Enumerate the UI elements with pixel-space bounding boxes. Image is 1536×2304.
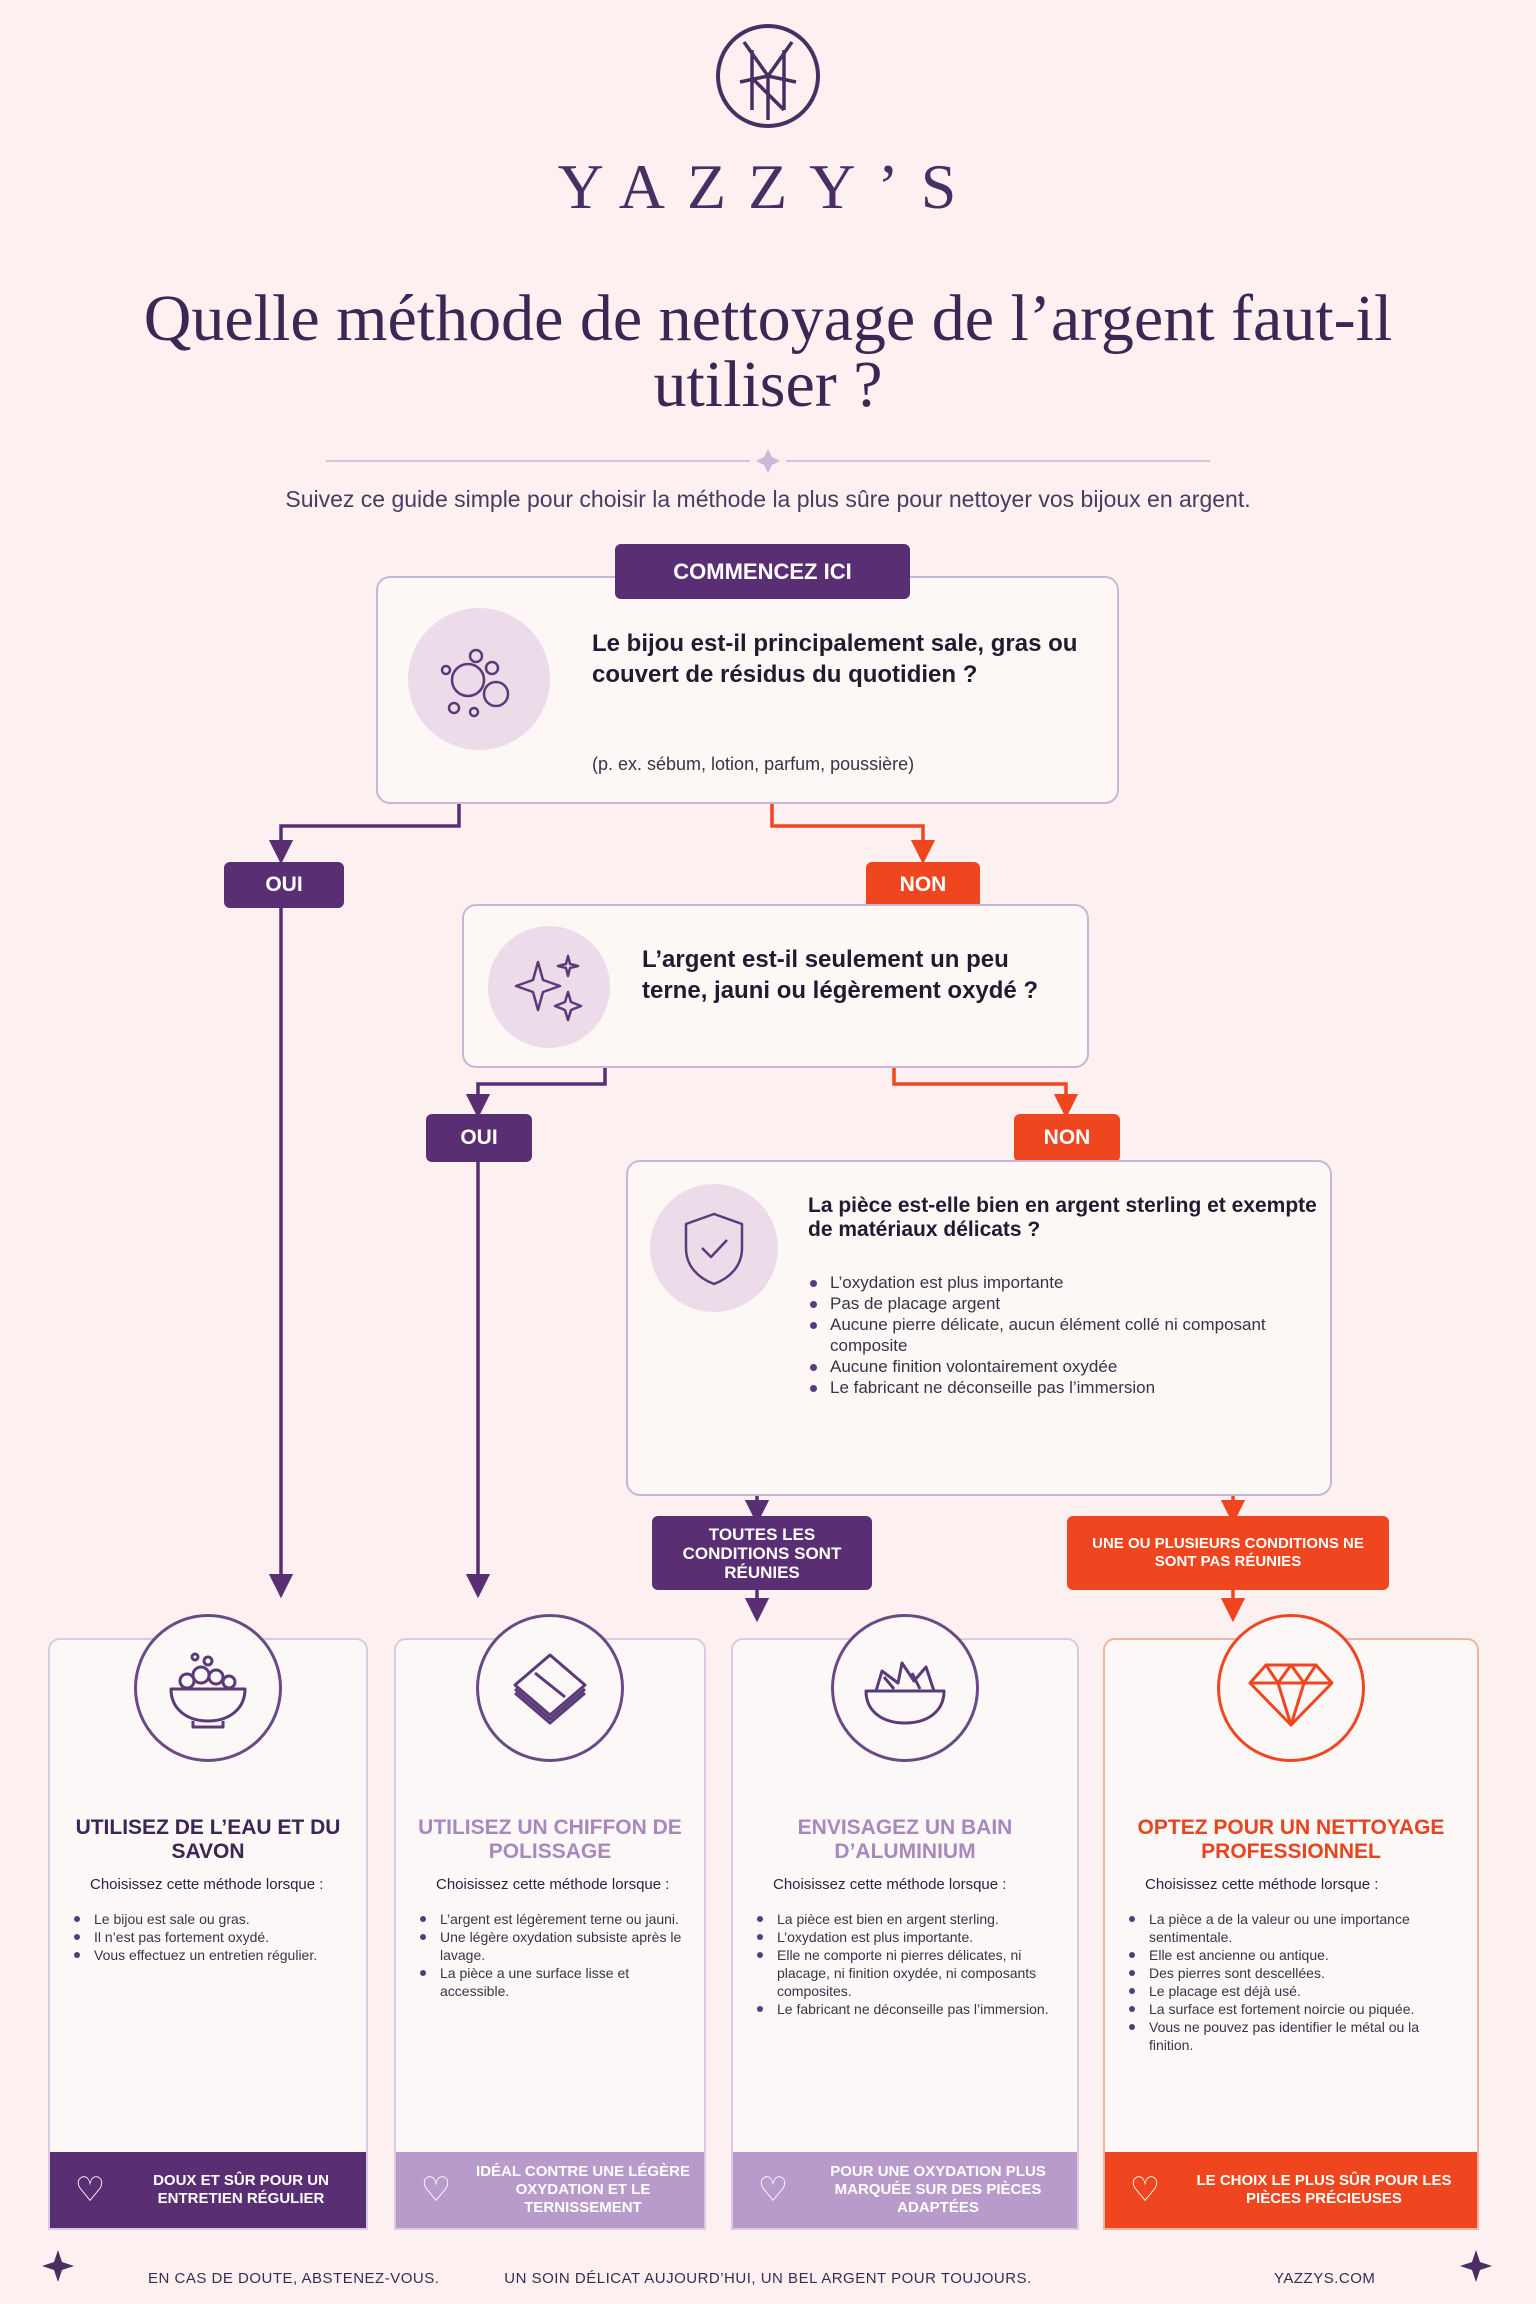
card-footer-text: POUR UNE OXYDATION PLUS MARQUÉE SUR DES … bbox=[830, 2163, 1046, 2216]
heart-icon: ♡ bbox=[74, 2171, 106, 2209]
result-card-aluminium-bath: ♡ POUR UNE OXYDATION PLUS MARQUÉE SUR DE… bbox=[731, 1638, 1079, 2230]
question-3-text: La pièce est-elle bien en argent sterlin… bbox=[808, 1194, 1317, 1241]
page-subtitle: Suivez ce guide simple pour choisir la m… bbox=[285, 486, 1251, 512]
card-title: UTILISEZ UN CHIFFON DE POLISSAGE bbox=[418, 1816, 682, 1863]
soap-bowl-icon bbox=[134, 1614, 282, 1762]
list-item: La surface est fortement noircie ou piqu… bbox=[1127, 2000, 1461, 2018]
question-1-text: Le bijou est-il principalement sale, gra… bbox=[592, 630, 1078, 688]
list-item: Aucune pierre délicate, aucun élément co… bbox=[808, 1314, 1308, 1356]
shield-check-icon bbox=[650, 1184, 778, 1312]
card-footer: ♡ POUR UNE OXYDATION PLUS MARQUÉE SUR DE… bbox=[733, 2152, 1077, 2228]
question-2-box: L’argent est-il seulement un peu terne, … bbox=[462, 904, 1089, 1068]
list-item: Le bijou est sale ou gras. bbox=[72, 1910, 350, 1928]
list-item: Vous ne pouvez pas identifier le métal o… bbox=[1127, 2018, 1461, 2054]
card-lead: Choisissez cette méthode lorsque : bbox=[436, 1876, 670, 1893]
page-title: Quelle méthode de nettoyage de l’argent … bbox=[143, 282, 1393, 421]
aluminium-bath-bowl-icon bbox=[831, 1614, 979, 1762]
sparkle-icon bbox=[1460, 2250, 1492, 2282]
card-title: ENVISAGEZ UN BAIN D’ALUMINIUM bbox=[797, 1816, 1013, 1863]
footer-left-text: EN CAS DE DOUTE, ABSTENEZ-VOUS. bbox=[148, 2270, 440, 2287]
card-footer-text: LE CHOIX LE PLUS SÛR POUR LES PIÈCES PRÉ… bbox=[1196, 2172, 1452, 2207]
list-item: L’argent est légèrement terne ou jauni. bbox=[418, 1910, 688, 1928]
list-item: L’oxydation est plus importante. bbox=[755, 1928, 1061, 1946]
list-item: Elle est ancienne ou antique. bbox=[1127, 1946, 1461, 1964]
card-lead: Choisissez cette méthode lorsque : bbox=[1145, 1876, 1379, 1893]
card-footer: ♡ IDÉAL CONTRE UNE LÉGÈRE OXYDATION ET L… bbox=[396, 2152, 704, 2228]
q1-yes-label: OUI bbox=[224, 862, 344, 908]
question-1-note: (p. ex. sébum, lotion, parfum, poussière… bbox=[592, 754, 915, 774]
sparkle-icon bbox=[42, 2250, 74, 2282]
card-footer-text: IDÉAL CONTRE UNE LÉGÈRE OXYDATION ET LE … bbox=[476, 2163, 690, 2216]
card-conditions: La pièce a de la valeur ou une importanc… bbox=[1127, 1910, 1461, 2054]
card-conditions: La pièce est bien en argent sterling. L’… bbox=[755, 1910, 1061, 2018]
list-item: La pièce a une surface lisse et accessib… bbox=[418, 1964, 688, 2000]
heart-icon: ♡ bbox=[420, 2171, 452, 2209]
sparkles-icon bbox=[488, 926, 610, 1048]
list-item: Le fabricant ne déconseille pas l’immers… bbox=[808, 1377, 1308, 1398]
q1-no-label: NON bbox=[866, 862, 980, 908]
list-item: La pièce a de la valeur ou une importanc… bbox=[1127, 1910, 1461, 1946]
card-lead: Choisissez cette méthode lorsque : bbox=[773, 1876, 1007, 1893]
question-3-conditions: L’oxydation est plus importante Pas de p… bbox=[808, 1272, 1308, 1398]
list-item: Aucune finition volontairement oxydée bbox=[808, 1356, 1308, 1377]
list-item: Des pierres sont descellées. bbox=[1127, 1964, 1461, 1982]
heart-icon: ♡ bbox=[1129, 2171, 1161, 2209]
card-title: UTILISEZ DE L’EAU ET DU SAVON bbox=[75, 1816, 341, 1863]
question-1-box: Le bijou est-il principalement sale, gra… bbox=[376, 576, 1119, 804]
list-item: Le placage est déjà usé. bbox=[1127, 1982, 1461, 2000]
bubbles-icon bbox=[408, 608, 550, 750]
brand-name: YAZZY’S bbox=[557, 151, 979, 222]
card-footer: ♡ LE CHOIX LE PLUS SÛR POUR LES PIÈCES P… bbox=[1105, 2152, 1477, 2228]
list-item: Pas de placage argent bbox=[808, 1293, 1308, 1314]
q2-no-label: NON bbox=[1014, 1114, 1120, 1162]
question-2-text: L’argent est-il seulement un peu terne, … bbox=[642, 946, 1039, 1004]
conditions-not-met-label: UNE OU PLUSIEURS CONDITIONS NE SONT PAS … bbox=[1067, 1516, 1389, 1590]
card-lead: Choisissez cette méthode lorsque : bbox=[90, 1876, 324, 1893]
polishing-cloth-icon bbox=[476, 1614, 624, 1762]
card-footer-text: DOUX ET SÛR POUR UN ENTRETIEN RÉGULIER bbox=[153, 2172, 329, 2207]
diamond-icon bbox=[1217, 1614, 1365, 1762]
list-item: Elle ne comporte ni pierres délicates, n… bbox=[755, 1946, 1061, 2000]
card-conditions: L’argent est légèrement terne ou jauni. … bbox=[418, 1910, 688, 2000]
list-item: L’oxydation est plus importante bbox=[808, 1272, 1308, 1293]
card-footer: ♡ DOUX ET SÛR POUR UN ENTRETIEN RÉGULIER bbox=[50, 2152, 366, 2228]
list-item: Une légère oxydation subsiste après le l… bbox=[418, 1928, 688, 1964]
footer-website-link[interactable]: YAZZYS.COM bbox=[1274, 2270, 1376, 2287]
list-item: Il n’est pas fortement oxydé. bbox=[72, 1928, 350, 1946]
card-conditions: Le bijou est sale ou gras. Il n’est pas … bbox=[72, 1910, 350, 1964]
list-item: Le fabricant ne déconseille pas l’immers… bbox=[755, 2000, 1061, 2018]
start-label: COMMENCEZ ICI bbox=[615, 544, 910, 599]
list-item: Vous effectuez un entretien régulier. bbox=[72, 1946, 350, 1964]
brand-logo-icon bbox=[716, 24, 820, 128]
list-item: La pièce est bien en argent sterling. bbox=[755, 1910, 1061, 1928]
heart-icon: ♡ bbox=[757, 2171, 789, 2209]
q2-yes-label: OUI bbox=[426, 1114, 532, 1162]
card-title: OPTEZ POUR UN NETTOYAGE PROFESSIONNEL bbox=[1137, 1816, 1445, 1863]
all-conditions-met-label: TOUTES LES CONDITIONS SONT RÉUNIES bbox=[652, 1516, 872, 1590]
question-3-box: La pièce est-elle bien en argent sterlin… bbox=[626, 1160, 1332, 1496]
footer-center-text: UN SOIN DÉLICAT AUJOURD’HUI, UN BEL ARGE… bbox=[504, 2270, 1032, 2287]
